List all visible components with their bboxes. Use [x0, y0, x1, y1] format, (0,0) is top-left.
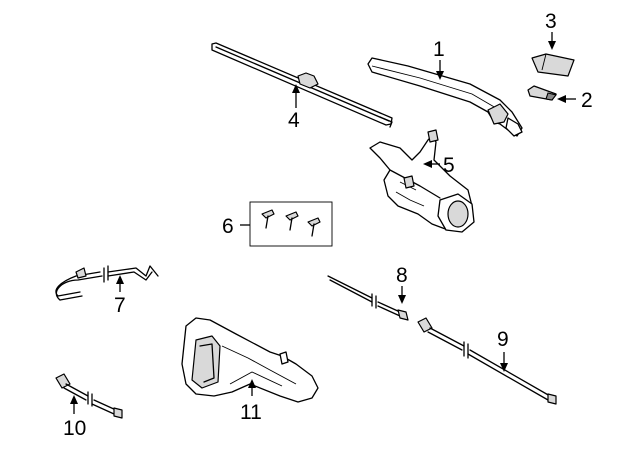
washer-hose-10-part	[55, 373, 123, 419]
motor-screws-part	[249, 201, 333, 247]
screw-2-icon	[285, 211, 299, 231]
screw-1-icon	[261, 209, 275, 229]
callout-7-label: 7	[114, 294, 126, 317]
callout-2: 2	[557, 89, 593, 112]
washer-hose-part	[55, 265, 159, 301]
callout-8-label: 8	[396, 264, 408, 287]
callout-3: 3	[545, 10, 557, 50]
callout-1: 1	[433, 38, 445, 80]
callout-5-label: 5	[443, 154, 455, 177]
callout-10: 10	[63, 395, 86, 440]
screw-3-icon	[307, 217, 321, 237]
callout-6-label: 6	[222, 215, 234, 238]
callout-2-label: 2	[581, 89, 593, 112]
wiper-blade-part	[211, 42, 393, 128]
washer-hose-8-part	[327, 275, 409, 321]
washer-reservoir-part	[181, 317, 319, 403]
washer-hose-9-part	[417, 317, 557, 405]
callout-10-label: 10	[63, 417, 86, 440]
callout-9: 9	[497, 328, 509, 372]
callout-4: 4	[288, 84, 300, 132]
callout-3-label: 3	[545, 10, 557, 33]
arm-nut-part	[527, 85, 557, 101]
callout-1-label: 1	[433, 38, 445, 61]
callout-9-label: 9	[497, 328, 509, 351]
wiper-arm-part	[367, 57, 523, 137]
callout-4-label: 4	[288, 109, 300, 132]
callout-7: 7	[114, 275, 126, 317]
callout-11: 11	[240, 379, 262, 424]
arm-cap-part	[531, 53, 575, 77]
callout-5: 5	[423, 154, 455, 177]
callout-8: 8	[396, 264, 408, 304]
callout-11-label: 11	[240, 401, 262, 424]
wiper-motor-part	[369, 129, 475, 233]
callout-6: 6	[222, 215, 250, 238]
